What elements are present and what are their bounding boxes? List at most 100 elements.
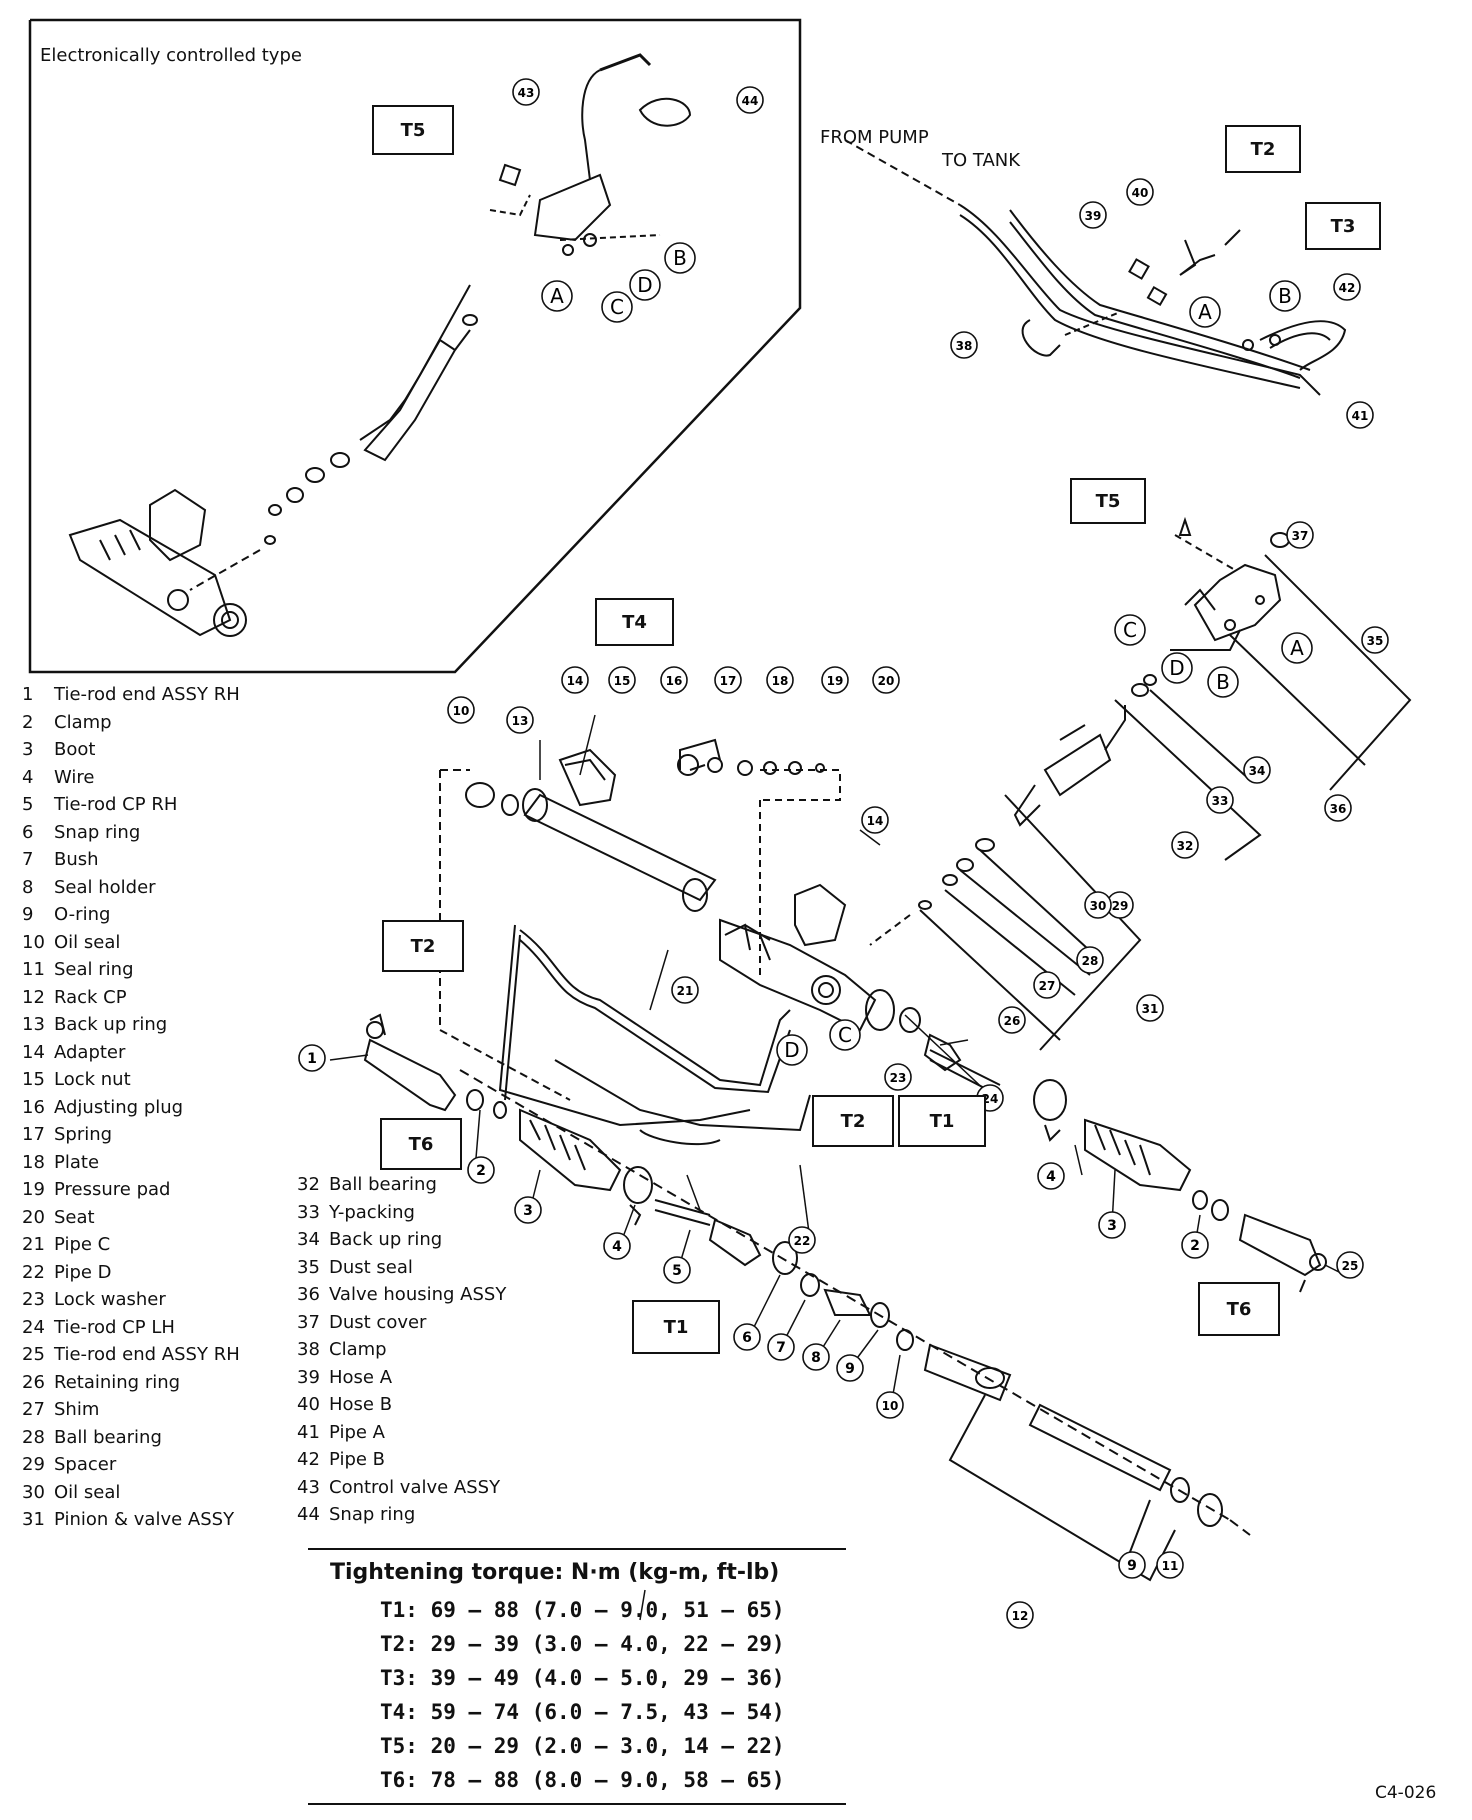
callout-number: 44 xyxy=(742,94,759,108)
legend-row: 8 Seal holder xyxy=(22,874,240,902)
legend-number: 13 xyxy=(22,1014,45,1035)
legend-number: 15 xyxy=(22,1069,45,1090)
port-letter: D xyxy=(784,1038,799,1062)
torque-table-title: Tightening torque: N·m (kg-m, ft-lb) xyxy=(330,1560,780,1585)
port-C: C xyxy=(1114,614,1146,646)
callout-12: 12 xyxy=(1006,1601,1034,1629)
legend-number: 7 xyxy=(22,849,34,870)
callout-33: 33 xyxy=(1206,786,1234,814)
torque-box-t2-center: T2 xyxy=(812,1095,894,1147)
figure-code: C4-026 xyxy=(1375,1783,1437,1803)
callout-22: 22 xyxy=(788,1226,816,1254)
legend-text: Valve housing ASSY xyxy=(329,1284,507,1305)
legend-number: 39 xyxy=(297,1366,320,1388)
legend-text: Shim xyxy=(54,1399,100,1420)
callout-30: 30 xyxy=(1084,891,1112,919)
callout-number: 32 xyxy=(1177,839,1194,853)
legend-text: Oil seal xyxy=(54,931,121,953)
callout-34: 34 xyxy=(1243,756,1271,784)
legend-number: 32 xyxy=(297,1174,320,1195)
legend-row: 15 Lock nut xyxy=(22,1066,240,1094)
legend-text: Dust cover xyxy=(329,1311,427,1333)
callout-number: 38 xyxy=(956,339,973,353)
callout-number: 23 xyxy=(890,1071,907,1085)
legend-text: Control valve ASSY xyxy=(329,1476,501,1498)
legend-text: Rack CP xyxy=(54,986,127,1008)
callout-28: 28 xyxy=(1076,946,1104,974)
legend-text: Bush xyxy=(54,849,99,870)
port-letter: A xyxy=(550,284,564,308)
pipes-c-d xyxy=(498,924,811,1146)
legend-text: Wire xyxy=(54,766,95,788)
callout-number: 37 xyxy=(1292,529,1309,543)
legend-number: 37 xyxy=(297,1311,320,1333)
legend-text: Seal holder xyxy=(54,876,156,898)
callout-number: 41 xyxy=(1352,409,1369,423)
legend-text: Pipe A xyxy=(329,1421,385,1443)
legend-text: Spacer xyxy=(54,1454,117,1475)
legend-row: 43 Control valve ASSY xyxy=(297,1474,506,1502)
legend-text: Tie-rod CP RH xyxy=(54,794,178,815)
callout-number: 16 xyxy=(666,674,683,688)
callout-number: 17 xyxy=(720,674,737,688)
legend-number: 40 xyxy=(297,1394,320,1415)
tie-rod-end-right xyxy=(1238,1213,1327,1293)
legend-number: 8 xyxy=(22,876,34,898)
port-letter: A xyxy=(1198,300,1212,324)
inset-control-valve xyxy=(489,53,692,256)
legend-number: 31 xyxy=(22,1509,45,1530)
port-letter: D xyxy=(637,273,652,297)
torque-box-t1-lower: T1 xyxy=(632,1300,720,1354)
callout-38: 38 xyxy=(950,331,978,359)
torque-box-t2-top: T2 xyxy=(1225,125,1301,173)
callout-1: 1 xyxy=(298,1044,326,1072)
callout-number: 19 xyxy=(827,674,844,688)
callout-3: 3 xyxy=(1098,1211,1126,1239)
port-letter: C xyxy=(1123,618,1137,642)
torque-box-t5: T5 xyxy=(1070,478,1146,524)
port-C: C xyxy=(601,291,633,323)
legend-text: Spring xyxy=(54,1124,113,1145)
rack-housing xyxy=(439,738,895,1101)
torque-row: T5: 20 — 29 (2.0 — 3.0, 14 — 22) xyxy=(380,1734,785,1758)
port-letter: C xyxy=(838,1023,852,1047)
callout-10: 10 xyxy=(447,696,475,724)
legend-number: 18 xyxy=(22,1151,45,1173)
legend-text: Lock nut xyxy=(54,1069,131,1090)
torque-row: T2: 29 — 39 (3.0 — 4.0, 22 — 29) xyxy=(380,1632,785,1656)
legend-number: 2 xyxy=(22,711,34,733)
legend-text: Snap ring xyxy=(329,1504,416,1525)
callout-number: 25 xyxy=(1342,1259,1359,1273)
legend-text: Pipe D xyxy=(54,1261,112,1283)
callout-18: 18 xyxy=(766,666,794,694)
legend-text: Seal ring xyxy=(54,959,134,980)
torque-table-rule-bottom xyxy=(308,1803,846,1805)
legend-number: 43 xyxy=(297,1476,320,1498)
legend-text: Pressure pad xyxy=(54,1179,171,1200)
torque-box-t5-inset: T5 xyxy=(372,105,454,155)
legend-text: Oil seal xyxy=(54,1481,121,1503)
legend-text: Lock washer xyxy=(54,1289,166,1310)
callout-number: 9 xyxy=(1127,1558,1137,1574)
callout-16: 16 xyxy=(660,666,688,694)
legend-text: Clamp xyxy=(329,1339,387,1360)
port-letter: B xyxy=(1216,670,1230,694)
callout-23: 23 xyxy=(884,1063,912,1091)
legend-text: Tie-rod CP LH xyxy=(54,1316,175,1338)
